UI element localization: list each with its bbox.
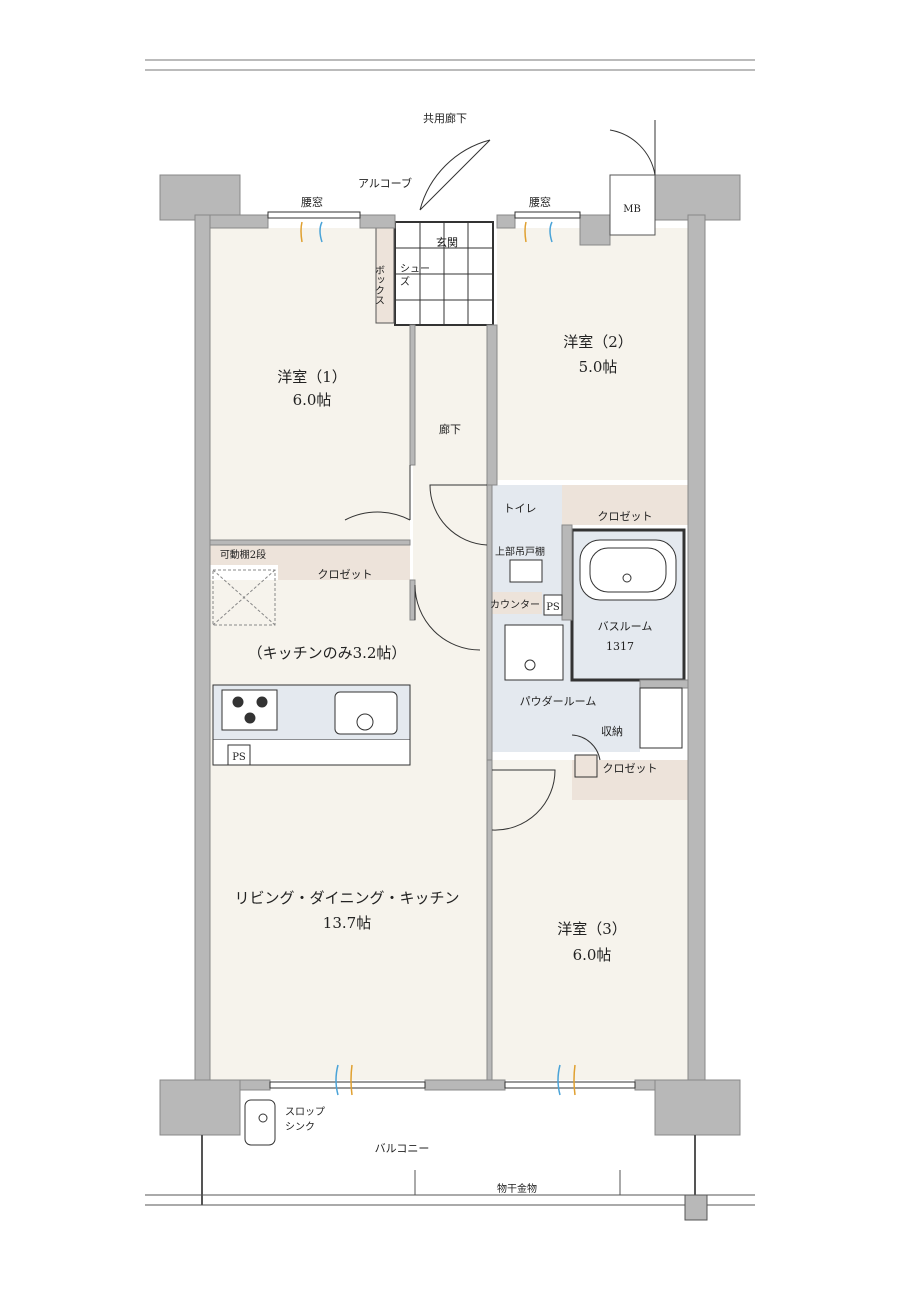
room3-floor-upper	[490, 760, 572, 800]
kitchen-only-label: （キッチンのみ3.2帖）	[248, 644, 407, 662]
closet-room1-label: クロゼット	[318, 568, 373, 581]
storage-label: 収納	[601, 725, 623, 738]
breeze-icon	[300, 221, 576, 1096]
bathroom-size: 1317	[606, 640, 634, 653]
stove	[221, 689, 278, 731]
room3-name: 洋室（3）	[557, 920, 627, 938]
ps-toilet-label: PS	[546, 602, 560, 613]
closet1	[278, 545, 410, 580]
corridor-label: 共用廊下	[423, 111, 467, 125]
bathroom-label: バスルーム	[598, 620, 653, 633]
walls	[159, 174, 741, 1136]
room2-floor	[497, 228, 688, 480]
room1-name: 洋室（1）	[277, 368, 347, 386]
waist-window-left-label: 腰窓	[301, 195, 323, 209]
movable-shelf-label: 可動棚2段	[220, 548, 266, 561]
balcony-label: バルコニー	[375, 1142, 430, 1155]
entrance-tiles	[394, 221, 494, 326]
closet-room3-label: クロゼット	[603, 762, 658, 775]
waist-window-right-label: 腰窓	[529, 195, 551, 209]
storage-box	[574, 754, 598, 778]
room2-name: 洋室（2）	[563, 333, 633, 351]
ldk-size: 13.7帖	[323, 914, 371, 932]
counter-area	[490, 592, 542, 614]
room2-size: 5.0帖	[579, 358, 618, 376]
ps-kitchen	[227, 744, 251, 766]
windows	[267, 211, 636, 1089]
fixtures	[212, 539, 683, 1146]
slop-sink-label: シンク	[285, 1121, 315, 1133]
counter-label: カウンター	[490, 599, 540, 611]
entrance-label: 玄関	[436, 235, 458, 249]
vanity	[504, 624, 564, 681]
upper-cabinet-label: 上部吊戸棚	[495, 545, 545, 558]
ldk-name: リビング・ダイニング・キッチン	[234, 889, 459, 907]
room1-size: 6.0帖	[293, 391, 332, 409]
clothes-hanger-label: 物干金物	[497, 1182, 537, 1195]
powder-room-label: パウダールーム	[520, 694, 597, 708]
sink	[334, 691, 398, 735]
shoe-box-label: ズ	[400, 275, 410, 288]
closet-room2-label: クロゼット	[598, 510, 653, 523]
toilet-label: トイレ	[504, 502, 537, 515]
room3-size: 6.0帖	[573, 946, 612, 964]
toilet-bowl	[509, 559, 543, 583]
slop-sink-label: スロップ	[285, 1106, 325, 1118]
slop-sink	[244, 1099, 276, 1146]
shoe-box-label: シュー	[400, 264, 430, 275]
ldk-floor	[210, 580, 490, 1080]
balcony-rail	[145, 1135, 755, 1221]
hallway-label: 廊下	[439, 422, 461, 436]
corridor-rail	[145, 59, 755, 71]
room3-floor	[490, 800, 688, 1080]
ps-kitchen-label: PS	[232, 752, 246, 763]
mb-label: MB	[623, 204, 641, 215]
washer	[639, 687, 683, 749]
shoe-box-label: ボックス	[373, 265, 385, 305]
ps-toilet	[543, 594, 563, 616]
shelf-area	[210, 545, 278, 565]
alcove-label: アルコーブ	[358, 176, 412, 190]
closet2	[562, 485, 688, 525]
door-swings	[344, 120, 656, 831]
